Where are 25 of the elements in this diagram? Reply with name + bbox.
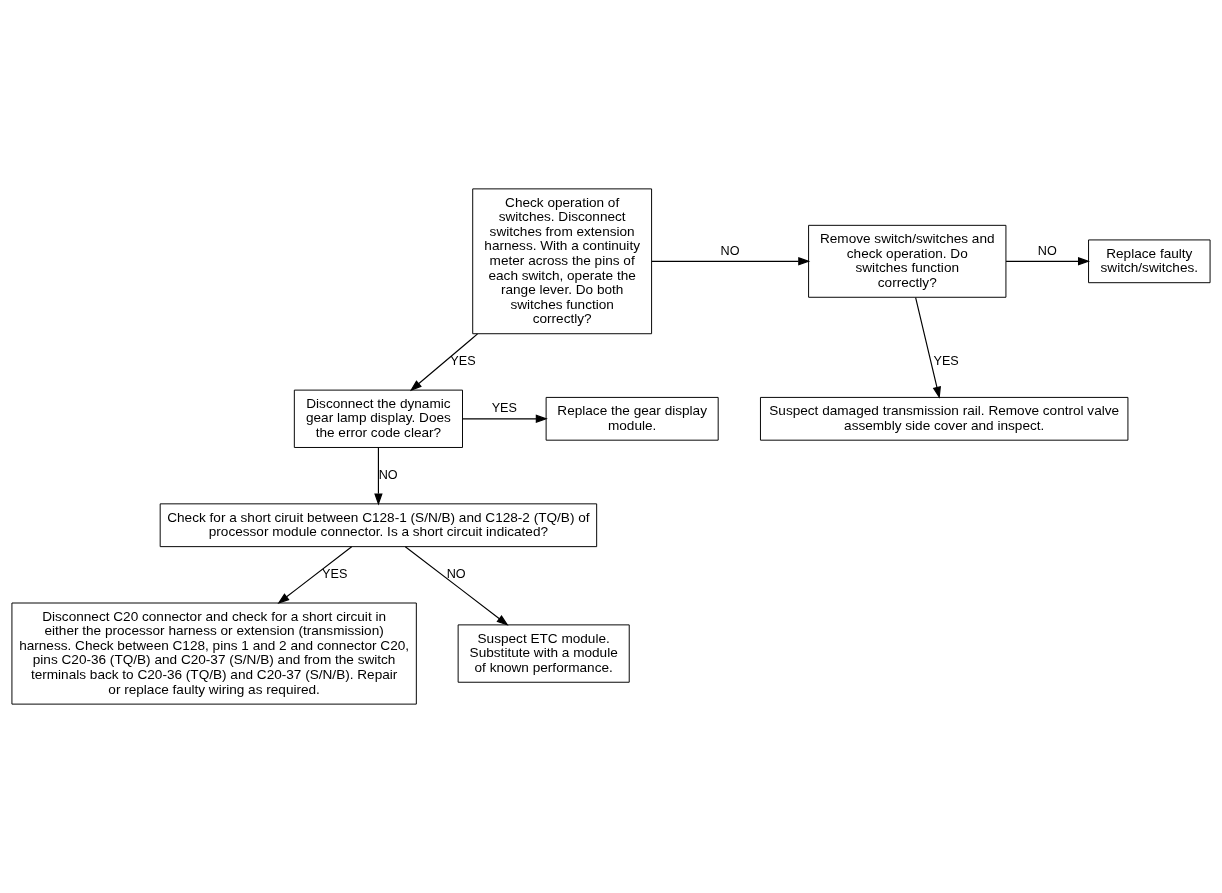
node-box: Suspect ETC module. Substitute with a module of known performance. (457, 624, 630, 683)
edge-label: YES (933, 354, 959, 369)
arrow (374, 446, 383, 506)
edge-label: YES (450, 354, 476, 369)
edge-label: YES (322, 567, 348, 582)
edge-label: YES (491, 401, 517, 416)
node-box: Check for a short ciruit between C128-1 (S/N/B) and C128-2 (TQ/B) of processor module connector. Is a short circuit indicated? (159, 503, 598, 548)
arrow (277, 546, 353, 604)
arrow (915, 297, 941, 399)
node-box: Disconnect C20 connector and check for a short circuit in either the processor harness or extension (transmission) harness. Check between C128, pins 1 and 2 and connector C20, pins C20-36 (TQ/B) and C20-37 (S/N/B) and from the switch terminals back to C20-36 (TQ/B) and C20-37 (S/N/B). Repair or replace faulty wiring as required. (11, 602, 417, 705)
node-box: Remove switch/switches and check operation. Do switches function correctly? (808, 224, 1007, 298)
node-box: Replace the gear display module. (545, 396, 719, 441)
arrow (404, 546, 509, 626)
arrow (409, 333, 479, 392)
edge-label: NO (446, 567, 466, 582)
node-box: Suspect damaged transmission rail. Remove control valve assembly side cover and inspect. (759, 396, 1129, 441)
arrow (1005, 257, 1091, 266)
edge-label: NO (378, 467, 398, 482)
node-box: Check operation of switches. Disconnect switches from extension harness. With a continuity meter across the pins of each switch, operate the range lever. Do both switches function correctly? (472, 188, 653, 335)
edge-label: NO (720, 243, 740, 258)
edge-label: NO (1037, 243, 1057, 258)
arrow (651, 257, 811, 266)
node-box: Disconnect the dynamic gear lamp display. Does the error code clear? (293, 389, 463, 448)
node-box: Replace faulty switch/switches. (1088, 239, 1211, 284)
arrow (461, 414, 548, 424)
